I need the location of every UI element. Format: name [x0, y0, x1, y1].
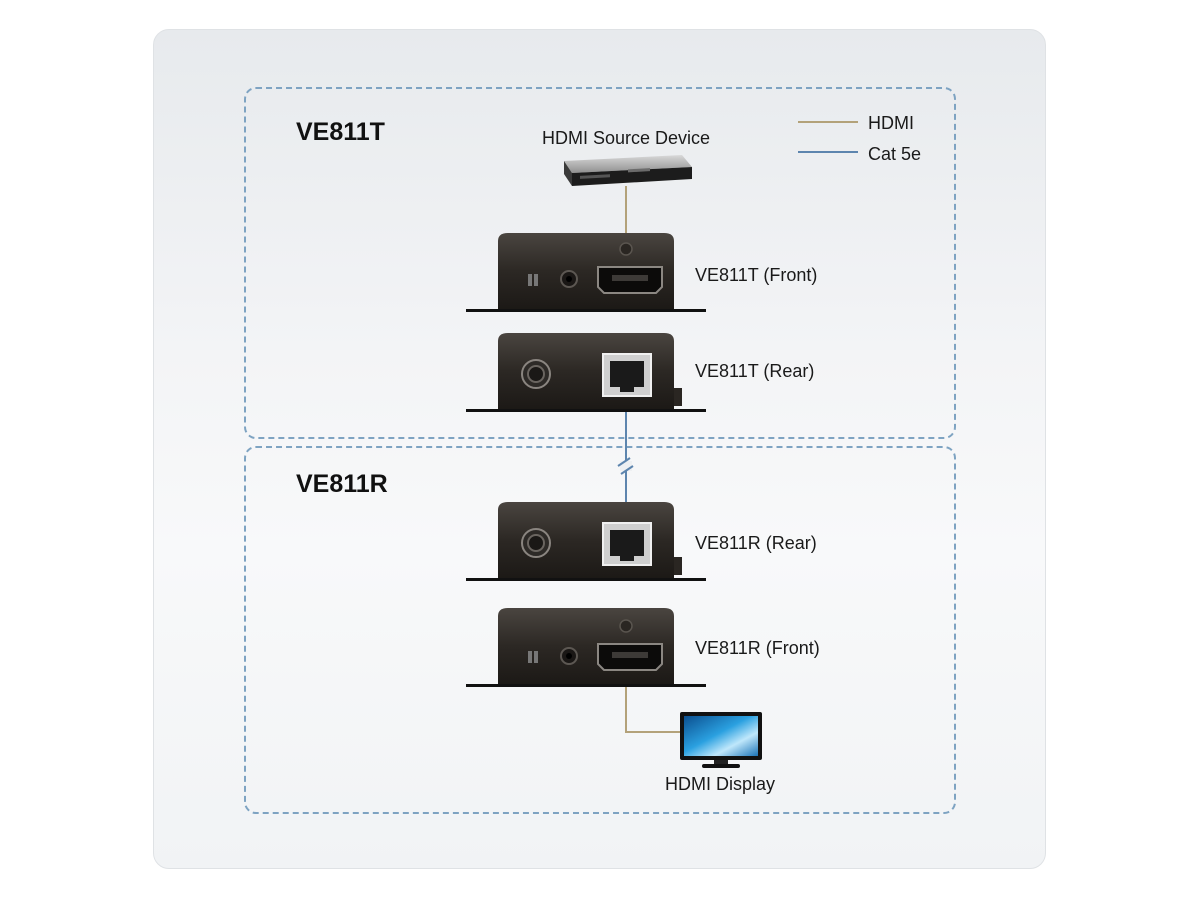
legend-hdmi-label: HDMI: [868, 113, 914, 133]
legend-cat5e-label: Cat 5e: [868, 144, 922, 164]
transmitter-group: [244, 87, 956, 439]
hdmi-display-label: HDMI Display: [665, 774, 776, 794]
legend-cat5e-line: [798, 151, 858, 153]
dvd-player-icon: [564, 155, 692, 186]
ve811t-front-label: VE811T (Front): [695, 265, 818, 285]
ve811t-rear-device: [466, 333, 706, 412]
cable-break-icon: [617, 457, 634, 475]
ve811r-rear-label: VE811R (Rear): [695, 533, 817, 553]
ve811r-front-device: [466, 608, 706, 687]
ve811r-front-label: VE811R (Front): [695, 638, 820, 658]
ve811r-rear-device: [466, 502, 706, 581]
source-device-label: HDMI Source Device: [542, 128, 711, 148]
hdmi-cable-source: [625, 186, 627, 236]
ve811t-rear-label: VE811T (Rear): [695, 361, 815, 381]
transmitter-title: VE811T: [296, 118, 385, 146]
receiver-title: VE811R: [296, 470, 388, 498]
legend-hdmi-line: [798, 121, 858, 123]
hdmi-cable-display-horizontal: [625, 731, 683, 733]
hdmi-cable-display-vertical: [625, 678, 627, 733]
monitor-icon: [680, 712, 762, 768]
receiver-group: [244, 446, 956, 814]
ve811t-front-device: [466, 233, 706, 312]
